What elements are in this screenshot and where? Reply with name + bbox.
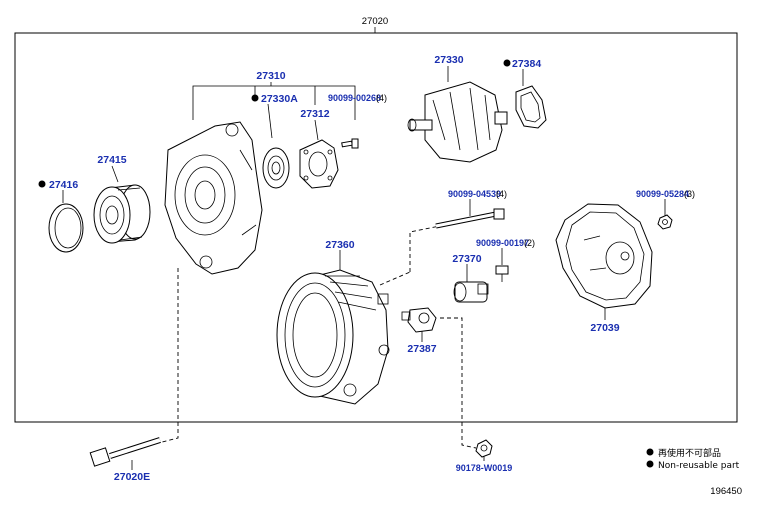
label-27416[interactable]: 27416 bbox=[49, 179, 78, 191]
legend-japanese: 再使用不可部品 bbox=[658, 447, 721, 459]
label-27039[interactable]: 27039 bbox=[590, 322, 619, 334]
label-27020E[interactable]: 27020E bbox=[114, 471, 150, 483]
frame-part bbox=[164, 121, 263, 275]
label-27310[interactable]: 27310 bbox=[256, 70, 285, 82]
drawing-number: 196450 bbox=[710, 486, 742, 497]
label-27312[interactable]: 27312 bbox=[300, 108, 329, 120]
screw-b-part bbox=[495, 265, 509, 282]
cap-part bbox=[48, 203, 84, 253]
non-reusable-icon bbox=[646, 448, 654, 456]
mount-bolt-part bbox=[89, 437, 161, 467]
label-27387[interactable]: 27387 bbox=[407, 343, 436, 355]
terminal-nut-part bbox=[475, 439, 493, 458]
label-27360[interactable]: 27360 bbox=[325, 239, 354, 251]
through-bolt-part bbox=[435, 208, 505, 229]
qty-90099-05284: (3) bbox=[684, 189, 695, 199]
label-27384[interactable]: 27384 bbox=[512, 58, 541, 70]
label-27415[interactable]: 27415 bbox=[97, 154, 126, 166]
non-reusable-icon bbox=[251, 94, 259, 102]
brush-holder-part bbox=[453, 281, 489, 303]
pulley-part bbox=[93, 184, 151, 244]
label-90178-W0019[interactable]: 90178-W0019 bbox=[456, 463, 513, 473]
bearing-plate-part bbox=[299, 139, 339, 189]
legend-english: Non-reusable part bbox=[658, 461, 740, 471]
label-27330A[interactable]: 27330A bbox=[261, 93, 298, 105]
qty-90099-00268: (4) bbox=[376, 93, 387, 103]
legend: 再使用不可部品 Non-reusable part bbox=[646, 447, 740, 471]
non-reusable-icon bbox=[38, 180, 46, 188]
label-90099-04539[interactable]: 90099-04539 bbox=[448, 189, 501, 199]
qty-90099-00197: (2) bbox=[524, 238, 535, 248]
non-reusable-icon bbox=[646, 460, 654, 468]
non-reusable-icon bbox=[503, 59, 511, 67]
label-90099-00268[interactable]: 90099-00268 bbox=[328, 93, 381, 103]
screw-a-part bbox=[341, 138, 359, 149]
rear-nut-part bbox=[657, 214, 673, 230]
stator-frame-part bbox=[276, 269, 390, 405]
label-27330[interactable]: 27330 bbox=[434, 54, 463, 66]
label-27370[interactable]: 27370 bbox=[452, 253, 481, 265]
label-90099-00197[interactable]: 90099-00197 bbox=[476, 238, 529, 248]
label-27020[interactable]: 27020 bbox=[362, 16, 388, 27]
bearing-part bbox=[262, 147, 290, 189]
qty-90099-04539: (4) bbox=[496, 189, 507, 199]
terminal-insulator-part bbox=[401, 307, 437, 333]
rear-cover-part bbox=[555, 203, 653, 309]
assembly-frame bbox=[14, 32, 738, 423]
label-90099-05284[interactable]: 90099-05284 bbox=[636, 189, 689, 199]
rotor-part bbox=[407, 81, 508, 163]
ring-part bbox=[515, 85, 547, 129]
